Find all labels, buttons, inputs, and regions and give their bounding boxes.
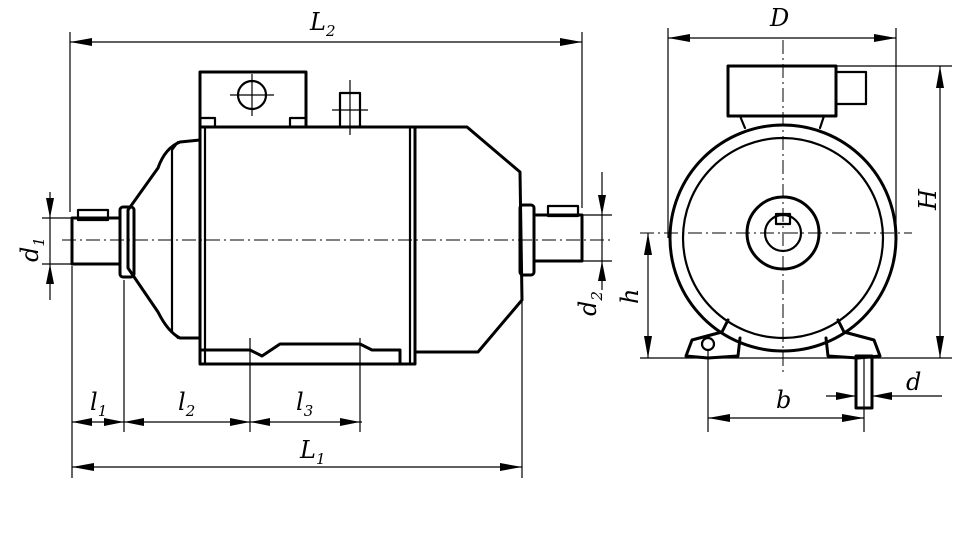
right-foot <box>824 318 882 360</box>
L1-label: L1 <box>299 436 325 468</box>
mounting-foot <box>198 342 402 366</box>
H-arrow-bottom <box>936 336 944 358</box>
h-arrow-bottom <box>644 336 652 358</box>
D-arrow-left <box>668 34 690 42</box>
side-view <box>62 70 610 432</box>
front-gland <box>834 70 868 106</box>
l1-label: l1 <box>90 388 107 420</box>
H-arrow-top <box>936 66 944 88</box>
d-label: d <box>906 368 921 396</box>
L2-label: L2 <box>309 8 335 40</box>
D-label: D <box>769 4 789 32</box>
h-label: h <box>616 289 644 304</box>
d-arrow-left <box>836 392 856 400</box>
front-dimensions: D H h b d <box>616 4 952 432</box>
terminal-box <box>198 70 308 129</box>
d1-label: d1 <box>16 237 48 262</box>
front-view <box>640 40 912 410</box>
d2-arrow-top <box>598 195 606 215</box>
d2-arrow-bottom <box>598 261 606 281</box>
l1-arrow-right <box>104 418 124 426</box>
l3-arrow-right <box>340 418 360 426</box>
left-shaft-key <box>76 208 110 222</box>
D-arrow-right <box>874 34 896 42</box>
left-shaft <box>70 216 122 266</box>
d1-arrow-top <box>46 198 54 218</box>
l3-label: l3 <box>296 388 313 420</box>
b-arrow-right <box>842 414 864 422</box>
front-terminal-box <box>726 64 838 118</box>
L2-arrow-right <box>560 38 582 46</box>
stator-body <box>198 125 417 366</box>
l2-label: l2 <box>178 388 195 420</box>
b-arrow-left <box>708 414 730 422</box>
b-label: b <box>776 386 791 414</box>
H-label: H <box>914 188 942 211</box>
right-shaft <box>532 213 584 263</box>
left-shield-inner <box>170 140 180 340</box>
L1-arrow-right <box>500 463 522 471</box>
l1-arrow-left <box>72 418 92 426</box>
terminal-box-neck <box>738 114 826 130</box>
l2-arrow-right <box>230 418 250 426</box>
L2-arrow-left <box>70 38 92 46</box>
L1-arrow-left <box>72 463 94 471</box>
left-end-shield <box>126 138 202 340</box>
left-foot <box>684 318 742 360</box>
terminal-box-inner <box>198 116 308 129</box>
d2-label: d2 <box>574 291 606 316</box>
left-foot-hole <box>700 336 716 352</box>
h-arrow-top <box>644 233 652 255</box>
right-shaft-key <box>546 204 580 218</box>
side-dimensions: L2 L1 l1 l2 l3 d1 d2 <box>16 8 612 478</box>
l3-arrow-left <box>250 418 270 426</box>
l2-arrow-left <box>124 418 144 426</box>
d-arrow-right <box>872 392 892 400</box>
d1-arrow-bottom <box>46 264 54 284</box>
